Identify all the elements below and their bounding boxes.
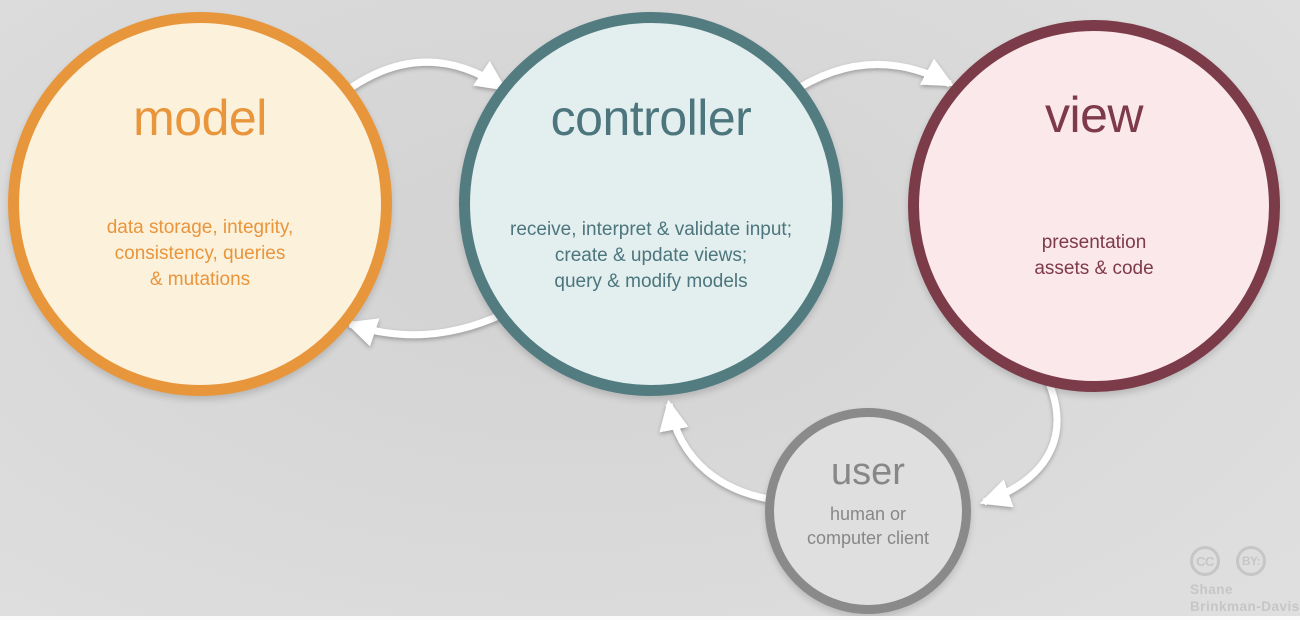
arrow-user-to-controller [659, 399, 776, 504]
arrow-model-to-controller [329, 58, 507, 105]
cc-attribution: CC BY: Shane Brinkman-Davis [1190, 546, 1300, 613]
attribution-name-line: Shane [1190, 582, 1234, 597]
arrow-controller-to-model [345, 309, 507, 347]
bottom-edge-strip [0, 616, 1300, 620]
attribution-name-line: Brinkman-Davis [1190, 598, 1300, 614]
cc-icon: CC [1190, 546, 1220, 576]
arrow-view-to-user [979, 374, 1061, 508]
view-circle [908, 20, 1280, 392]
arrow-controller-to-view [786, 58, 955, 98]
cc-badges: CC BY: [1190, 546, 1300, 576]
controller-circle [459, 12, 843, 396]
model-circle [8, 12, 392, 396]
user-circle [765, 408, 971, 614]
cc-by-icon: BY: [1236, 546, 1266, 576]
